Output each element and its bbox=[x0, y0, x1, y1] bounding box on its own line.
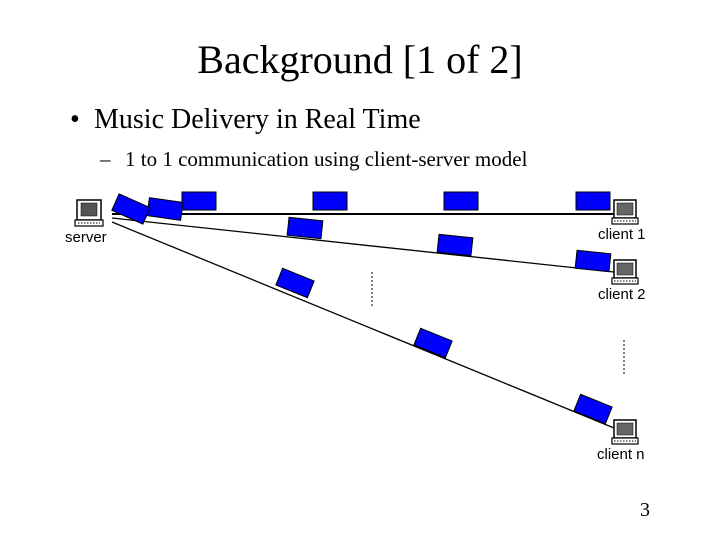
packet bbox=[181, 191, 217, 211]
packet bbox=[286, 216, 324, 240]
bullet-text: Music Delivery in Real Time bbox=[94, 104, 421, 135]
server-label: server bbox=[65, 229, 107, 246]
packet bbox=[413, 327, 453, 359]
packet bbox=[146, 197, 184, 221]
client-computer-icon bbox=[611, 199, 639, 225]
client-label: client 2 bbox=[598, 286, 646, 303]
packet bbox=[573, 393, 613, 425]
packet bbox=[443, 191, 479, 211]
packet bbox=[111, 193, 151, 225]
dash-icon: – bbox=[100, 147, 111, 171]
sub-bullet-text: 1 to 1 communication using client-server… bbox=[125, 147, 528, 171]
packet bbox=[312, 191, 348, 211]
link-client-2 bbox=[111, 217, 615, 273]
link-client-n bbox=[111, 221, 615, 429]
packet bbox=[574, 249, 612, 273]
page-number: 3 bbox=[640, 499, 650, 521]
client-label: client n bbox=[597, 446, 645, 463]
packet bbox=[575, 191, 611, 211]
packet bbox=[436, 233, 474, 257]
client-label: client 1 bbox=[598, 226, 646, 243]
bullet-dot-icon: • bbox=[70, 104, 80, 135]
server-computer-icon bbox=[74, 199, 104, 227]
sub-bullet-item: –1 to 1 communication using client-serve… bbox=[100, 145, 527, 173]
client-computer-icon bbox=[611, 259, 639, 285]
client-computer-icon bbox=[611, 419, 639, 445]
slide-title: Background [1 of 2] bbox=[197, 37, 523, 82]
packet bbox=[275, 267, 315, 299]
bullet-item: • Music Delivery in Real Time bbox=[70, 102, 421, 138]
